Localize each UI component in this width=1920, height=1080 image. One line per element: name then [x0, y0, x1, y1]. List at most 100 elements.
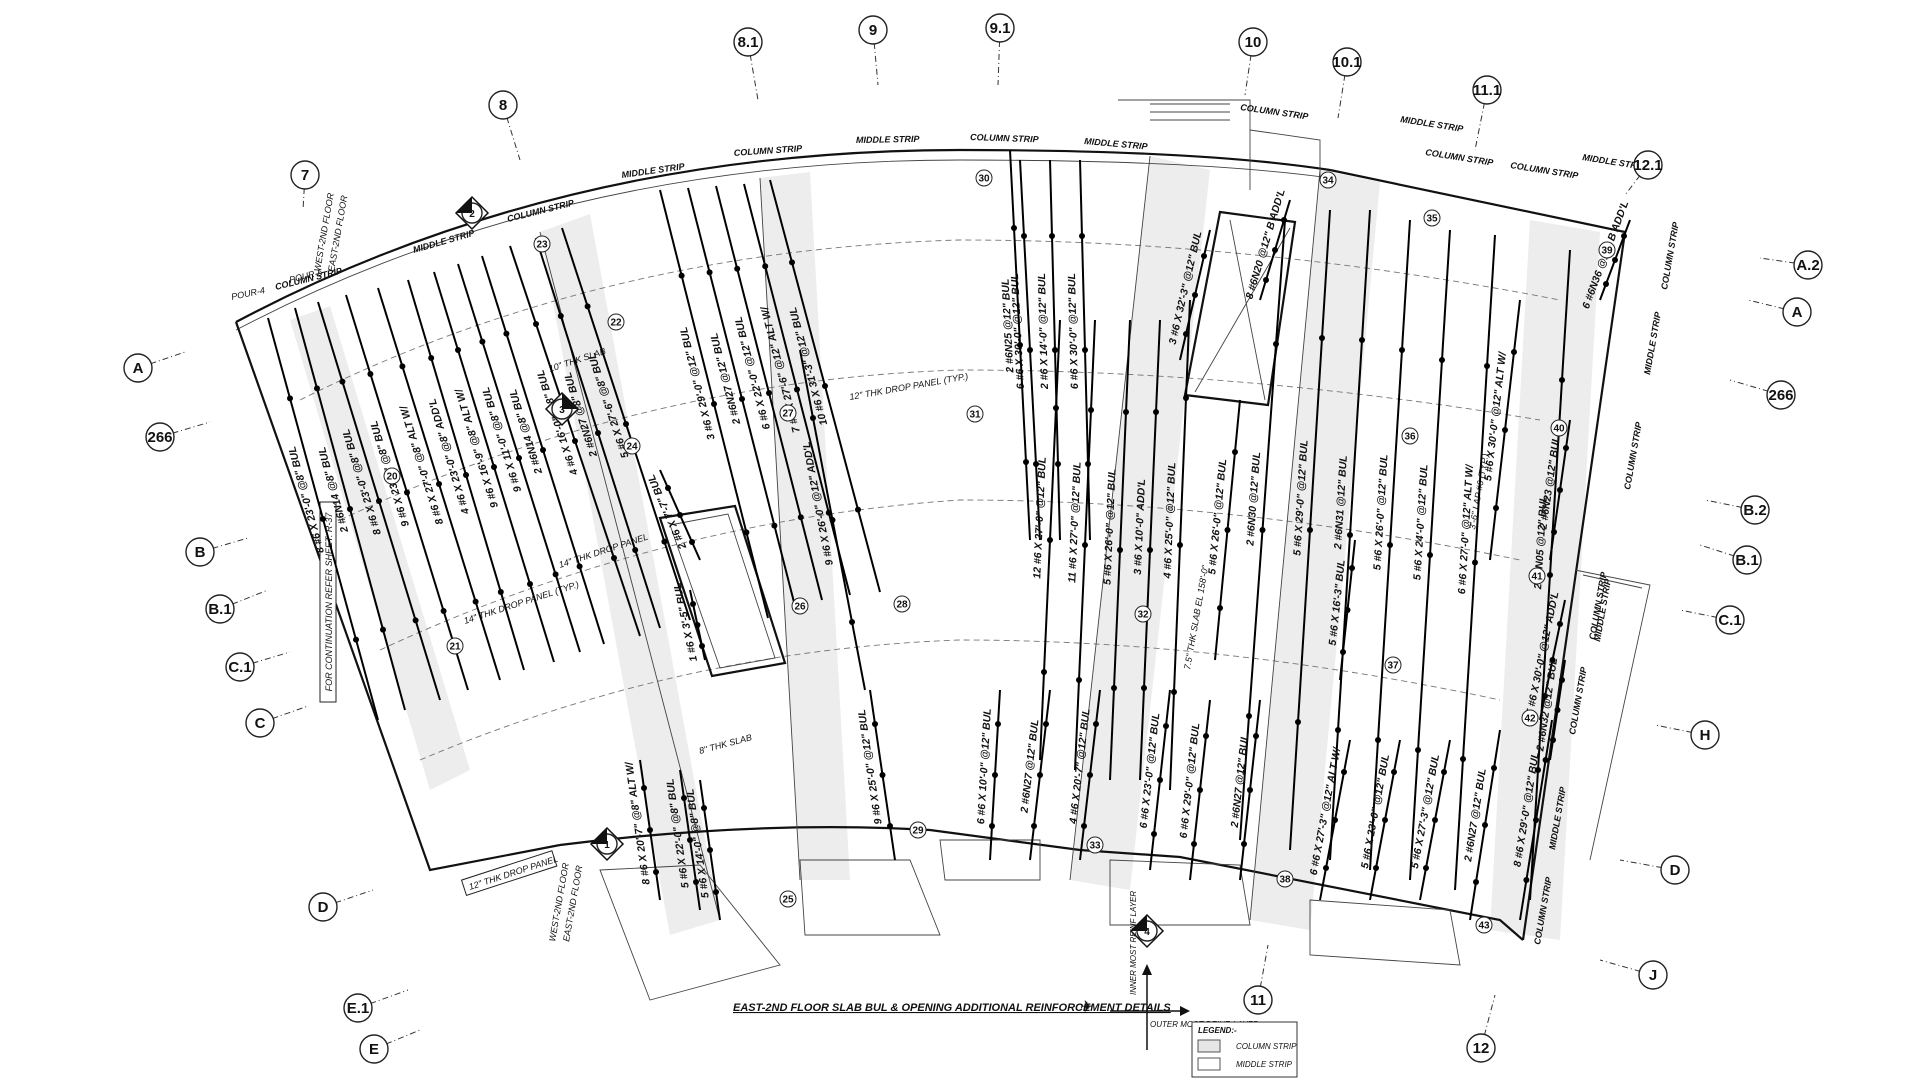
detail-marker[interactable]: 27 — [779, 404, 797, 422]
detail-marker[interactable]: 41 — [1528, 567, 1546, 585]
detail-marker[interactable]: 37 — [1384, 656, 1402, 674]
rebar-callout[interactable]: 5 #6 X 23'-0" @12" BUL — [1359, 739, 1401, 901]
grid-bubble-g-8[interactable]: 8 — [488, 90, 521, 161]
rebar-callout[interactable]: 6 #6 X 29'-0" @12" BUL — [1178, 699, 1211, 881]
rebar-callout[interactable]: 5 #6 X 26'-0" @12" BUL — [1369, 219, 1411, 871]
detail-marker[interactable]: 21 — [446, 637, 464, 655]
grid-bubble-g-266-r[interactable]: 266 — [1729, 379, 1796, 410]
detail-marker[interactable]: 20 — [383, 467, 401, 485]
grid-bubble-g-c1-l[interactable]: C.1 — [225, 651, 291, 682]
detail-marker[interactable]: 28 — [893, 595, 911, 613]
section-marker[interactable]: 4 — [1129, 913, 1165, 949]
rebar-callout[interactable]: 6 #6 X 10'-0" @12" BUL — [975, 689, 1001, 861]
detail-marker[interactable]: 39 — [1598, 241, 1616, 259]
grid-bubble-g-a2[interactable]: A.2 — [1759, 250, 1823, 280]
detail-marker[interactable]: 22 — [607, 313, 625, 331]
detail-marker[interactable]: 38 — [1276, 870, 1294, 888]
rebar-callout[interactable]: 2 #6N31 @12" BUL — [1329, 209, 1371, 861]
slab-note: 7.5" THK SLAB EL 158'-0" — [1182, 564, 1210, 670]
grid-bubble-label: H — [1700, 727, 1711, 744]
detail-marker[interactable]: 43 — [1475, 916, 1493, 934]
detail-marker[interactable]: 34 — [1319, 171, 1337, 189]
grid-leader-line — [1679, 609, 1731, 621]
rebar-callout[interactable]: 2 #6 X 7'-7" BUL — [645, 469, 701, 561]
grid-bubble-g-9[interactable]: 9 — [858, 15, 888, 86]
detail-marker[interactable]: 29 — [909, 821, 927, 839]
grid-bubble-label: 266 — [1768, 387, 1793, 404]
rebar-callout[interactable]: 2 #6N05 @12" BUL — [1529, 249, 1571, 901]
detail-marker-circle — [909, 821, 927, 839]
detail-marker-circle — [1319, 171, 1337, 189]
grid-bubble-g-b1-l[interactable]: B.1 — [205, 589, 269, 624]
grid-bubble-g-266-l[interactable]: 266 — [145, 421, 211, 452]
grid-bubble-g-12-1[interactable]: 12.1 — [1624, 150, 1663, 196]
rebar-callout[interactable]: 4 #6 X 25'-0" @12" BUL — [1162, 299, 1191, 791]
grid-bubble-g-c-l[interactable]: C — [245, 705, 309, 738]
grid-bubble-g-7[interactable]: 7 — [290, 160, 320, 211]
rebar-callout[interactable]: 2 #6N27 @12" BUL — [1229, 699, 1261, 881]
rebar-callout[interactable]: 3 #6 X 10'-0" ADD'L — [1132, 319, 1161, 781]
rebar-callout[interactable]: 1 #6 X 3'-5" BUL — [672, 582, 706, 663]
rebar-callout[interactable]: 11 #6 X 27'-0" @12" BUL — [1066, 319, 1096, 771]
detail-marker[interactable]: 26 — [791, 597, 809, 615]
detail-marker[interactable]: 23 — [533, 235, 551, 253]
rebar-callout[interactable]: 2 #6N25 @12" BUL — [1000, 149, 1031, 541]
grid-bubble-g-12[interactable]: 12 — [1466, 994, 1496, 1063]
grid-bubble-g-11[interactable]: 11 — [1243, 944, 1273, 1015]
detail-marker[interactable]: 32 — [1134, 605, 1152, 623]
grid-bubble-g-d-l[interactable]: D — [308, 889, 374, 922]
grid-bubble-circle — [185, 537, 215, 567]
grid-bubble-g-h[interactable]: H — [1654, 720, 1720, 750]
grid-bubble-g-10[interactable]: 10 — [1238, 27, 1268, 96]
detail-marker[interactable]: 25 — [779, 890, 797, 908]
grid-bubble-g-b-l[interactable]: B — [185, 537, 249, 567]
rebar-callout[interactable]: 2 #6N27 @12" BUL — [1018, 689, 1051, 861]
rebar-bar-node — [887, 823, 893, 829]
rebar-callout[interactable]: 2 #6 X 14'-0" @12" BUL — [1036, 159, 1061, 541]
grid-bubble-g-e1[interactable]: E.1 — [343, 989, 409, 1023]
rebar-bar-node — [1460, 756, 1466, 762]
rebar-bar-node — [699, 643, 705, 649]
detail-marker[interactable]: 33 — [1086, 836, 1104, 854]
detail-marker[interactable]: 35 — [1423, 209, 1441, 227]
grid-bubble-g-j[interactable]: J — [1599, 959, 1668, 990]
detail-marker[interactable]: 31 — [966, 405, 984, 423]
grid-bubble-g-a-l[interactable]: A — [123, 351, 186, 383]
rebar-callout[interactable]: 5 #6 X 26'-0" @12" BUL — [1101, 319, 1131, 781]
rebar-bar-node — [1192, 292, 1198, 298]
grid-bubble-g-9-1[interactable]: 9.1 — [985, 13, 1015, 86]
grid-bubble-g-8-1[interactable]: 8.1 — [733, 27, 763, 101]
grid-bubble-g-d-r[interactable]: D — [1619, 855, 1690, 885]
detail-marker-circle — [1528, 567, 1546, 585]
rebar-callout[interactable]: 3 #6 X 29'-0" @12" BUL — [659, 189, 769, 619]
rebar-bar-node — [743, 529, 750, 536]
rebar-bar-node — [734, 265, 741, 272]
grid-bubble-g-e[interactable]: E — [359, 1029, 421, 1064]
rebar-bar-node — [1259, 527, 1266, 533]
grid-bubble-g-b1-r[interactable]: B.1 — [1699, 544, 1762, 575]
rebar-bar-node — [1203, 733, 1209, 739]
section-marker[interactable]: 3 — [544, 391, 580, 427]
rebar-bar-node — [647, 827, 653, 833]
strip-label: COLUMN STRIP — [1510, 160, 1580, 181]
detail-marker[interactable]: 42 — [1521, 709, 1539, 727]
detail-marker[interactable]: 30 — [975, 169, 993, 187]
detail-marker[interactable]: 24 — [623, 437, 641, 455]
grid-bubble-circle — [1238, 27, 1268, 57]
detail-marker[interactable]: 40 — [1550, 419, 1568, 437]
section-marker[interactable]: 2 — [454, 195, 490, 231]
grid-bubble-circle — [1472, 75, 1502, 105]
rebar-callout[interactable]: 9 #6 X 25'-0" @12" BUL — [856, 689, 896, 861]
grid-bubble-circle — [1660, 855, 1690, 885]
grid-bubble-g-11-1[interactable]: 11.1 — [1472, 75, 1502, 151]
grid-bubble-g-a-r[interactable]: A — [1747, 297, 1812, 327]
detail-marker[interactable]: 36 — [1401, 427, 1419, 445]
grid-bubble-g-b2[interactable]: B.2 — [1704, 495, 1770, 525]
rebar-bar-node — [1076, 677, 1082, 683]
rebar-callout[interactable]: 5 #6 X 26'-0" @12" BUL — [1206, 399, 1241, 661]
grid-bubble-g-c1-r[interactable]: C.1 — [1679, 605, 1745, 635]
grid-bubble-g-10-1[interactable]: 10.1 — [1332, 47, 1362, 119]
rebar-callout[interactable]: 5 #6 X 27'-3" @12" BUL — [1409, 739, 1451, 901]
rebar-callout[interactable]: 12 #6 X 27'-0" @12" BUL — [1031, 319, 1061, 761]
section-marker[interactable]: 1 — [589, 826, 625, 862]
